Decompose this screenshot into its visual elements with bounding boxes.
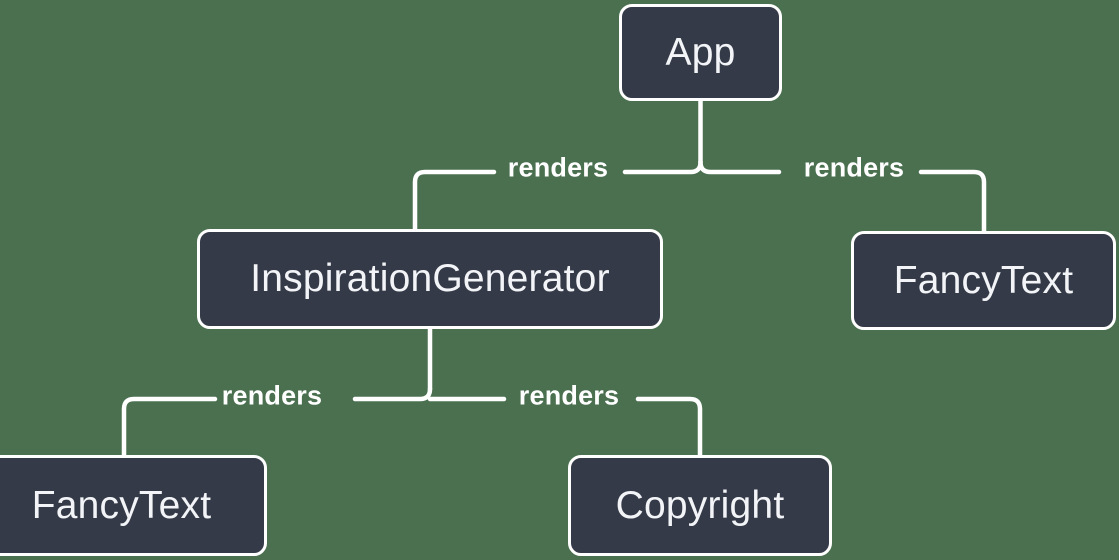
node-app[interactable]: App xyxy=(619,4,782,101)
connector-inspirationgenerator-to-copyright xyxy=(427,396,703,458)
node-copyright[interactable]: Copyright xyxy=(568,455,832,556)
node-fancytext-left[interactable]: FancyText xyxy=(0,455,267,556)
connector-app-to-fancytext-right xyxy=(698,159,987,234)
node-fancytext-left-label: FancyText xyxy=(31,483,212,527)
edge-label-inspirationgenerator-to-copyright: renders xyxy=(518,380,620,411)
node-inspirationgenerator[interactable]: InspirationGenerator xyxy=(197,229,663,329)
node-app-label: App xyxy=(665,30,736,74)
node-fancytext-right-label: FancyText xyxy=(893,258,1074,302)
edge-label-app-to-inspirationgenerator: renders xyxy=(507,152,609,183)
node-copyright-label: Copyright xyxy=(615,483,785,527)
node-inspirationgenerator-label: InspirationGenerator xyxy=(250,257,610,300)
node-fancytext-right[interactable]: FancyText xyxy=(851,231,1116,330)
edge-label-inspirationgenerator-to-fancytext-left: renders xyxy=(221,380,323,411)
connector-inspirationgenerator-to-fancytext-left xyxy=(121,386,433,458)
edge-label-app-to-fancytext-right: renders xyxy=(803,152,905,183)
